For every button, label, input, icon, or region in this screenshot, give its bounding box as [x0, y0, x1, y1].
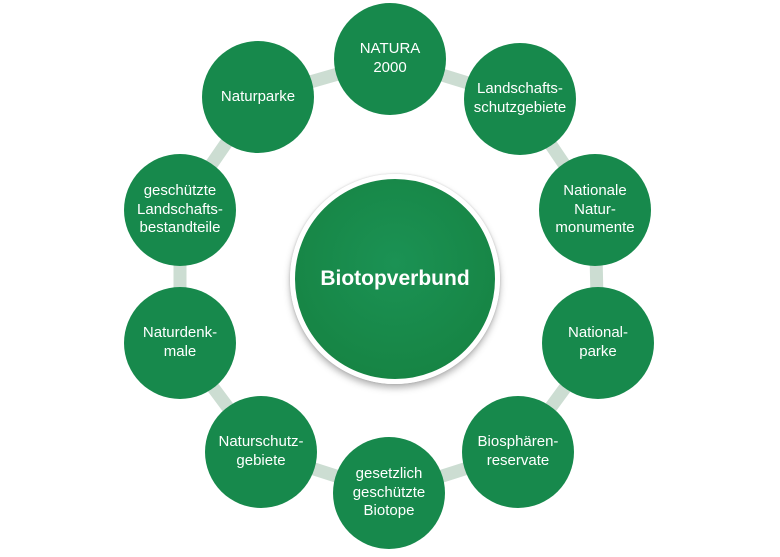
node-landschaftsschutzgebiete: Landschafts- schutzgebiete	[464, 43, 576, 155]
node-naturdenkmale: Naturdenk- male	[124, 287, 236, 399]
node-naturschutzgebiete: Naturschutz- gebiete	[205, 396, 317, 508]
node-gesetzlich-geschuetzte-biotope: gesetzlich geschützte Biotope	[333, 437, 445, 549]
node-label-nationalparke: National- parke	[567, 324, 629, 360]
center-node-title: Biotopverbund	[320, 267, 470, 290]
node-label-geschuetzte-landschaftsbestandteile: geschützte Landschafts- bestandteile	[137, 181, 223, 237]
node-label-gesetzlich-geschuetzte-biotope: gesetzlich geschützte Biotope	[352, 464, 426, 520]
node-nationalparke: National- parke	[542, 287, 654, 399]
node-label-biosphaerenreservate: Biosphären- reservate	[477, 433, 559, 469]
node-nationale-naturmonumente: Nationale Natur- monumente	[539, 154, 651, 266]
node-natura-2000: NATURA 2000	[334, 3, 446, 115]
node-geschuetzte-landschaftsbestandteile: geschützte Landschafts- bestandteile	[124, 154, 236, 266]
node-naturparke: Naturparke	[202, 41, 314, 153]
node-label-landschaftsschutzgebiete: Landschafts- schutzgebiete	[473, 80, 567, 116]
node-label-naturschutzgebiete: Naturschutz- gebiete	[218, 433, 304, 469]
node-label-nationale-naturmonumente: Nationale Natur- monumente	[555, 181, 635, 237]
center-node-biotopverbund: Biotopverbund	[290, 174, 500, 384]
node-label-naturdenkmale: Naturdenk- male	[142, 324, 218, 360]
node-label-naturparke: Naturparke	[220, 87, 296, 105]
node-biosphaerenreservate: Biosphären- reservate	[462, 396, 574, 508]
node-label-natura-2000: NATURA 2000	[359, 40, 421, 76]
